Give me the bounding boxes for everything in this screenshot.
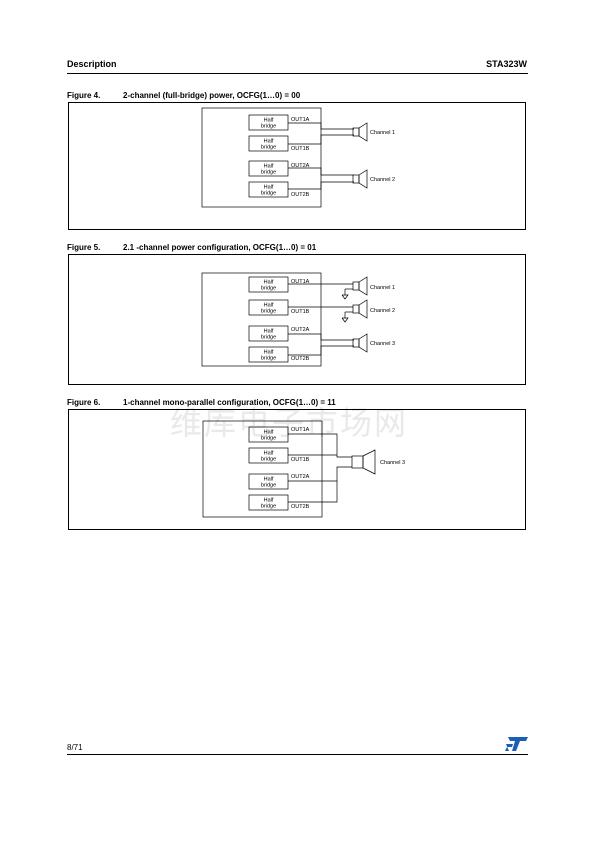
figure-4-number: Figure 4. [67,91,101,100]
section-title: Description [67,59,117,69]
speaker-3-icon [351,455,364,469]
figure-6-diagram: Half bridge Half bridge Half bridge Half… [202,420,405,518]
half-bridge-2a [248,473,289,490]
half-bridge-label: Half [264,498,274,504]
half-bridge-1a [248,426,289,443]
half-bridge-1b [248,447,289,464]
half-bridge-label: bridge [261,504,276,510]
half-bridge-label: Half [264,329,274,335]
half-bridge-1b [248,135,289,152]
half-bridge-2b [248,346,289,363]
output-label: OUT1B [291,146,310,152]
half-bridge-label: bridge [261,286,276,292]
half-bridge-label: bridge [261,335,276,341]
half-bridge-label: bridge [261,124,276,130]
speaker-1-icon [352,281,360,291]
channel-label: Channel 3 [380,460,405,466]
channel-label: Channel 3 [370,341,395,347]
half-bridge-1b [248,299,289,316]
header-rule [67,73,528,74]
half-bridge-label: bridge [261,170,276,176]
output-label: OUT1B [291,309,310,315]
speaker-2-icon [352,304,360,314]
half-bridge-1a [248,276,289,293]
output-label: OUT1A [291,117,310,123]
channel-label: Channel 1 [370,130,395,136]
output-label: OUT2B [291,192,310,198]
half-bridge-label: Half [264,118,274,124]
half-bridge-label: Half [264,185,274,191]
part-number: STA323W [486,59,527,69]
half-bridge-2a [248,160,289,177]
half-bridge-label: Half [264,164,274,170]
output-label: OUT1B [291,457,310,463]
channel-label: Channel 2 [370,177,395,183]
ground-icon [341,317,349,323]
amp-outline [201,107,322,208]
figure-6-title: 1-channel mono-parallel configuration, O… [123,398,336,407]
half-bridge-2b [248,181,289,198]
channel-label: Channel 1 [370,285,395,291]
figure-6-caption: Figure 6. 1-channel mono-parallel configu… [67,398,336,407]
figure-5-number: Figure 5. [67,243,101,252]
output-label: OUT1A [291,427,310,433]
figure-5-frame: Half bridge Half bridge Half bridge Half… [68,254,526,385]
half-bridge-label: bridge [261,457,276,463]
half-bridge-label: Half [264,139,274,145]
figure-5-title: 2.1 -channel power configuration, OCFG(1… [123,243,317,252]
half-bridge-label: Half [264,477,274,483]
half-bridge-label: bridge [261,191,276,197]
ground-icon [341,294,349,300]
amp-outline [202,420,323,518]
output-label: OUT2B [291,504,310,510]
channel-label: Channel 2 [370,308,395,314]
half-bridge-label: bridge [261,145,276,151]
output-label: OUT2A [291,474,310,480]
half-bridge-label: Half [264,303,274,309]
half-bridge-1a [248,114,289,131]
output-label: OUT2B [291,356,310,362]
half-bridge-label: Half [264,430,274,436]
output-label: OUT2A [291,163,310,169]
half-bridge-label: bridge [261,436,276,442]
figure-5-diagram: Half bridge Half bridge Half bridge Half… [201,272,395,367]
figure-6-number: Figure 6. [67,398,101,407]
figure-6-frame: Half bridge Half bridge Half bridge Half… [68,409,526,530]
half-bridge-label: Half [264,280,274,286]
half-bridge-label: bridge [261,356,276,362]
figure-4-diagram: Half bridge Half bridge Half bridge Half… [201,107,395,208]
half-bridge-label: Half [264,350,274,356]
footer-rule [67,754,528,755]
half-bridge-label: bridge [261,309,276,315]
output-label: OUT2A [291,327,310,333]
half-bridge-label: Half [264,451,274,457]
half-bridge-label: bridge [261,483,276,489]
page-number: 8/71 [67,743,83,752]
st-logo-icon [505,737,528,751]
figure-4-caption: Figure 4. 2-channel (full-bridge) power, … [67,91,300,100]
half-bridge-2b [248,494,289,511]
half-bridge-2a [248,325,289,342]
figure-4-frame: Half bridge Half bridge Half bridge Half… [68,102,526,230]
output-label: OUT1A [291,279,310,285]
amp-outline [201,272,322,367]
figure-5-caption: Figure 5. 2.1 -channel power configuratio… [67,243,316,252]
figure-4-title: 2-channel (full-bridge) power, OCFG(1…0)… [123,91,301,100]
